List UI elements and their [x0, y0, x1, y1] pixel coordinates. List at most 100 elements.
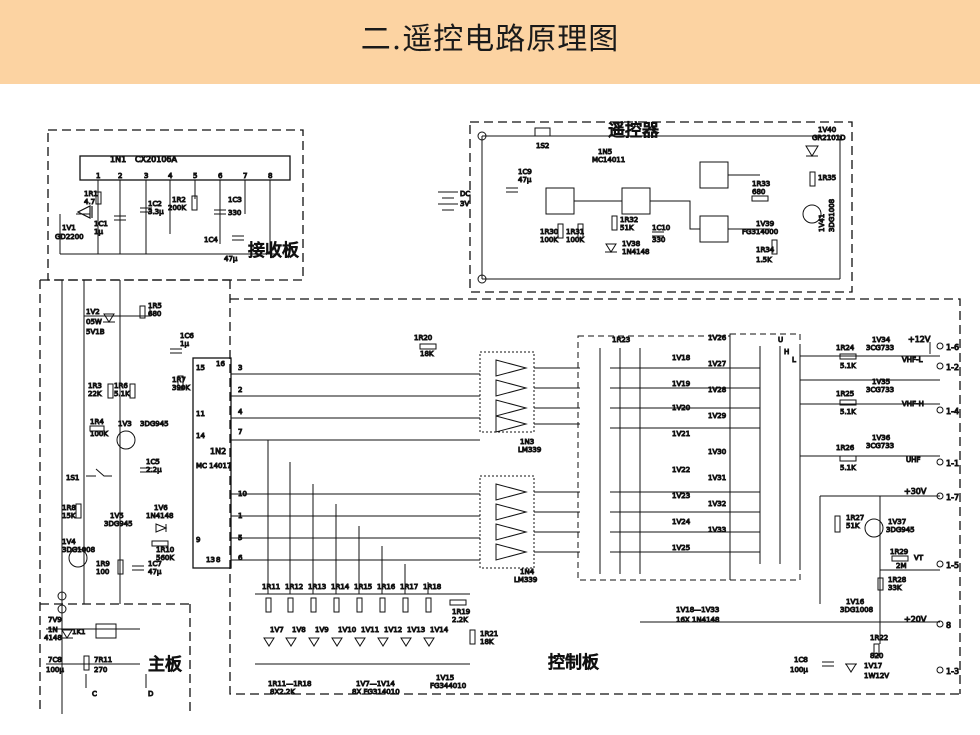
nand-gate-2 — [621, 187, 651, 215]
label-pin5: 1-5 — [946, 561, 959, 570]
label-vt: VT — [914, 554, 924, 562]
label-1: 3 — [238, 364, 242, 372]
label-r3v: 22K — [88, 390, 102, 398]
label-p30v: +30V — [904, 487, 927, 496]
schematic-wire — [85, 674, 147, 688]
r20-resistor — [419, 343, 437, 350]
label-7: 1V14 — [430, 626, 449, 634]
label-c3v: 330 — [228, 209, 241, 217]
label-r29: 1R29 — [890, 548, 908, 556]
label-u: U — [778, 336, 783, 344]
label-c1v: 1μ — [94, 228, 103, 236]
label-c: C — [92, 690, 97, 698]
label-v18-33: 1V18—1V33 — [676, 606, 719, 614]
c10-capacitor — [652, 231, 664, 237]
s1-switch — [86, 468, 112, 477]
label-v38: 1V38 — [622, 240, 640, 248]
schematic-wire — [356, 597, 363, 613]
schematic-wire — [263, 637, 435, 647]
r24-resistor — [839, 353, 857, 360]
label-r8: 1R8 — [62, 504, 76, 512]
dc-battery — [438, 191, 458, 211]
label-v37: 1V37 — [888, 518, 906, 526]
label-p12v: +12V — [908, 335, 931, 344]
label-v15: 1V15 — [436, 674, 454, 682]
schematic-wire — [57, 604, 67, 614]
label-v7-14: 1V7—1V14 — [356, 680, 395, 688]
r22-resistor — [873, 643, 880, 657]
label-pin2: 1-2 — [946, 363, 959, 372]
r27-resistor — [834, 515, 841, 533]
v17-zener — [845, 663, 857, 673]
lm339-1n3 — [479, 351, 535, 433]
v2-zener — [103, 313, 115, 323]
label-r31: 1R31 — [566, 228, 584, 236]
label-ref: 1N3 — [520, 438, 534, 446]
label-r24v: 5.1K — [840, 362, 856, 370]
v38-diode — [605, 243, 617, 253]
c5-capacitor — [140, 467, 152, 473]
s2-switch — [534, 127, 551, 136]
c7-capacitor — [132, 565, 144, 571]
r35-resistor — [809, 171, 816, 187]
label-6: 1V13 — [407, 626, 425, 634]
label-r23: 1R23 — [612, 336, 630, 344]
cx20106a-chip — [79, 155, 291, 181]
label-v3p: 3DG945 — [140, 420, 169, 428]
label-v6: 1V6 — [154, 504, 168, 512]
label-r11m: 7R11 — [94, 656, 112, 664]
label-c2: 1C2 — [148, 200, 162, 208]
label-v9p1: 1N — [48, 626, 58, 634]
label-v2q: 5V1B — [86, 328, 105, 336]
label-r25v: 5.1K — [840, 408, 856, 416]
label-l: L — [792, 356, 796, 364]
label-v16: 1V16 — [846, 598, 865, 606]
label-v22: 1V22 — [672, 466, 690, 474]
label-vhfh: VHF-H — [902, 400, 924, 408]
schematic-wire — [60, 180, 280, 255]
label-s1: 1S1 — [66, 474, 79, 482]
label-v16p: 3DG1008 — [840, 606, 873, 614]
label-c4v: 47μ — [224, 255, 238, 263]
label-v5: 1V5 — [110, 512, 124, 520]
label-ref: 1N4 — [520, 568, 535, 576]
r7-resistor — [177, 375, 184, 391]
schematic-wire — [379, 597, 386, 613]
main-board-label: 主板 — [148, 655, 182, 675]
label-v27: 1V27 — [708, 360, 726, 368]
remote-board-label: 遥控器 — [608, 121, 659, 141]
label-c10: 1C10 — [652, 224, 670, 232]
label-c8v: 100μ — [790, 666, 808, 674]
schematic-wire — [255, 440, 470, 665]
label-v30: 1V30 — [708, 448, 726, 456]
nand-gate-3 — [699, 161, 729, 189]
label-r6: 1R6 — [114, 382, 128, 390]
label-v3: 1V3 — [118, 420, 132, 428]
schematic-wire — [333, 597, 340, 613]
schematic-wire — [57, 591, 67, 601]
label-ref: 1N2 — [210, 447, 226, 456]
label-0: 1V7 — [270, 626, 284, 634]
label-9: 13 — [206, 556, 215, 564]
label-v26: 1V26 — [708, 334, 727, 342]
terminal-1-1 — [936, 458, 944, 466]
label-r33v: 680 — [752, 188, 765, 196]
label-v39: 1V39 — [756, 220, 774, 228]
r30-resistor — [557, 223, 564, 239]
label-r28v: 33K — [888, 584, 902, 592]
label-part: MC 14017 — [196, 462, 231, 470]
control-board-label: 控制板 — [548, 653, 599, 673]
terminal-1-3 — [936, 666, 944, 674]
label-d: D — [148, 690, 153, 698]
label-v40p: GR2101D — [812, 134, 846, 142]
label-v2p: 05W — [86, 318, 102, 326]
label-r34v: 1.5K — [756, 256, 772, 264]
schematic-wire — [495, 359, 528, 433]
label-8: 9 — [196, 536, 200, 544]
label-c5v: 2.2μ — [146, 466, 162, 474]
r33-resistor — [751, 195, 769, 202]
label-r1: 1R1 — [84, 190, 98, 198]
r3-resistor — [107, 383, 114, 399]
label-r2: 1R2 — [172, 196, 186, 204]
r1-resistor — [95, 191, 102, 205]
